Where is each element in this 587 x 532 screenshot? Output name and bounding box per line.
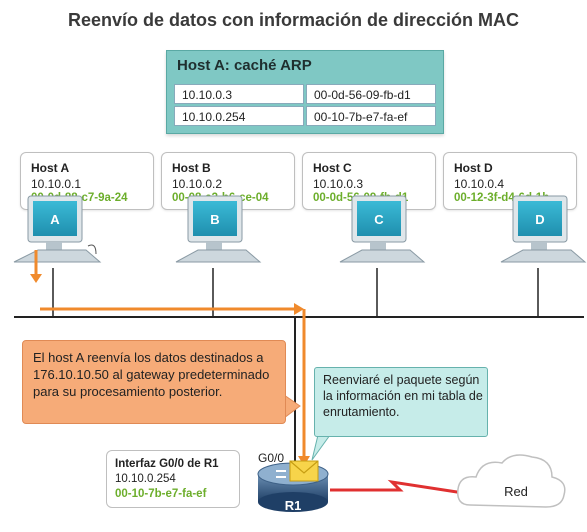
arp-row-1-ip: 10.10.0.3 (174, 84, 304, 104)
host-a-name: Host A (31, 161, 70, 175)
arp-row-2-mac: 00-10-7b-e7-fa-ef (306, 106, 436, 126)
host-c-ip: 10.10.0.3 (313, 177, 364, 191)
arp-cache-table: Host A: caché ARP 10.10.0.3 00-0d-56-09-… (166, 50, 444, 134)
router-interface-ip: 10.10.0.254 (115, 473, 176, 485)
arp-cache-title: Host A: caché ARP (177, 57, 312, 74)
router-port-label: G0/0 (258, 451, 285, 465)
network-cloud (457, 454, 566, 508)
host-d-ip: 10.10.0.4 (454, 177, 505, 191)
host-forward-text: El host A reenvía los datos destinados a… (33, 350, 270, 399)
router-interface-card: Interfaz G0/0 de R1 10.10.0.254 00-10-7b… (106, 450, 240, 508)
host-d-pc-label: D (535, 212, 544, 227)
host-a-pc-icon[interactable] (13, 195, 102, 263)
data-flow-arrow (30, 250, 310, 466)
arp-row-2-ip: 10.10.0.254 (174, 106, 304, 126)
diagram-title: Reenvío de datos con información de dire… (67, 10, 520, 30)
router-interface-title: Interfaz G0/0 de R1 (115, 458, 219, 470)
host-b-pc-icon[interactable] (175, 195, 262, 263)
host-d-pc-icon[interactable] (500, 195, 587, 263)
router-interface-mac: 00-10-7b-e7-fa-ef (115, 488, 207, 500)
router-callout-pointer (311, 434, 331, 461)
host-b-pc-label: B (210, 212, 219, 227)
arp-row-1-mac: 00-0d-56-09-fb-d1 (306, 84, 436, 104)
envelope-icon (289, 460, 319, 482)
host-d-name: Host D (454, 161, 493, 175)
host-b-ip: 10.10.0.2 (172, 177, 223, 191)
router-callout-text: Reenviaré el paquete según la informació… (323, 373, 483, 419)
host-c-name: Host C (313, 161, 352, 175)
host-a-ip: 10.10.0.1 (31, 177, 82, 191)
cloud-label: Red (504, 484, 528, 499)
wan-link (330, 479, 471, 496)
router-label: R1 (285, 498, 302, 513)
host-c-pc-icon[interactable] (339, 195, 426, 263)
router-callout: Reenviaré el paquete según la informació… (314, 367, 488, 437)
host-b-name: Host B (172, 161, 211, 175)
host-forward-callout: El host A reenvía los datos destinados a… (22, 340, 286, 424)
host-callout-pointer (283, 394, 301, 419)
host-a-pc-label: A (50, 212, 60, 227)
host-c-pc-label: C (374, 212, 384, 227)
